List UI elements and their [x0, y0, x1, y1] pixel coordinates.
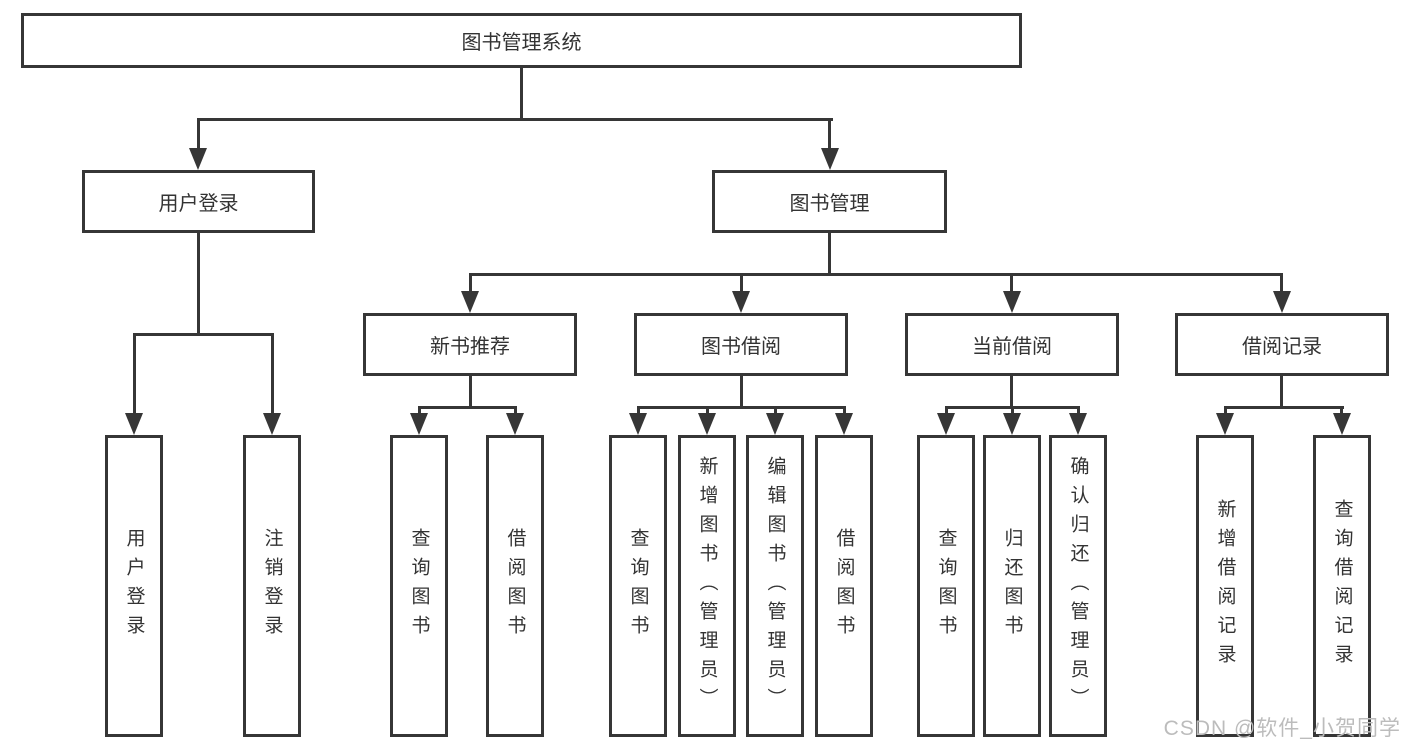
leaf-label: 确认归还（管理员）: [1067, 455, 1089, 717]
node-label: 图书借阅: [701, 336, 781, 358]
connector-line: [774, 406, 777, 417]
connector-line: [197, 118, 200, 154]
leaf-label: 查询图书: [627, 528, 649, 644]
arrowhead-down-icon: [835, 413, 853, 435]
connector-line: [469, 273, 1283, 276]
connector-line: [1011, 406, 1014, 417]
node-label: 用户登录: [158, 193, 239, 215]
node-label: 图书管理: [789, 193, 870, 215]
connector-line: [1077, 406, 1080, 417]
connector-line: [469, 273, 472, 293]
arrowhead-down-icon: [766, 413, 784, 435]
connector-line: [637, 406, 846, 409]
node-borrowing-records: 借阅记录: [1175, 313, 1389, 376]
node-book-management: 图书管理: [712, 170, 947, 233]
leaf-borrow-books-recommend: 借阅图书: [486, 435, 544, 737]
node-label: 当前借阅: [972, 336, 1052, 358]
arrowhead-down-icon: [732, 291, 750, 313]
connector-line: [418, 406, 421, 417]
leaf-confirm-return-admin: 确认归还（管理员）: [1049, 435, 1107, 737]
leaf-query-borrow-record: 查询借阅记录: [1313, 435, 1371, 737]
leaf-label: 注销登录: [261, 528, 283, 644]
leaf-label: 新增图书（管理员）: [696, 455, 718, 717]
leaf-label: 借阅图书: [504, 528, 526, 644]
leaf-borrow-books-borrowing: 借阅图书: [815, 435, 873, 737]
connector-line: [637, 406, 640, 417]
connector-line: [469, 376, 472, 408]
connector-line: [1340, 406, 1343, 417]
leaf-label: 查询借阅记录: [1331, 499, 1353, 673]
node-new-book-recommendation: 新书推荐: [363, 313, 577, 376]
leaf-label: 查询图书: [935, 528, 957, 644]
arrowhead-down-icon: [821, 148, 839, 170]
connector-line: [843, 406, 846, 417]
arrowhead-down-icon: [506, 413, 524, 435]
node-book-borrowing: 图书借阅: [634, 313, 848, 376]
leaf-query-books-recommend: 查询图书: [390, 435, 448, 737]
connector-line: [271, 333, 274, 415]
connector-line: [133, 333, 274, 336]
node-current-borrowing: 当前借阅: [905, 313, 1119, 376]
connector-line: [1224, 406, 1227, 417]
arrowhead-down-icon: [629, 413, 647, 435]
leaf-label: 用户登录: [123, 528, 145, 644]
connector-line: [740, 273, 743, 293]
arrowhead-down-icon: [1003, 291, 1021, 313]
arrowhead-down-icon: [1216, 413, 1234, 435]
connector-line: [520, 68, 523, 120]
leaf-add-book-admin: 新增图书（管理员）: [678, 435, 736, 737]
arrowhead-down-icon: [461, 291, 479, 313]
leaf-label: 借阅图书: [833, 528, 855, 644]
leaf-edit-book-admin: 编辑图书（管理员）: [746, 435, 804, 737]
connector-line: [514, 406, 517, 417]
leaf-query-books-current: 查询图书: [917, 435, 975, 737]
connector-line: [197, 233, 200, 335]
connector-line: [740, 376, 743, 408]
leaf-user-login: 用户登录: [105, 435, 163, 737]
leaf-label: 归还图书: [1001, 528, 1023, 644]
leaf-add-borrow-record: 新增借阅记录: [1196, 435, 1254, 737]
arrowhead-down-icon: [125, 413, 143, 435]
connector-line: [1280, 376, 1283, 408]
leaf-logout: 注销登录: [243, 435, 301, 737]
arrowhead-down-icon: [1003, 413, 1021, 435]
csdn-watermark: CSDN @软件_小贺同学: [1163, 717, 1401, 740]
leaf-query-books-borrowing: 查询图书: [609, 435, 667, 737]
connector-line: [1010, 376, 1013, 408]
arrowhead-down-icon: [189, 148, 207, 170]
connector-line: [197, 118, 833, 121]
leaf-label: 编辑图书（管理员）: [764, 455, 786, 717]
connector-line: [945, 406, 948, 417]
arrowhead-down-icon: [263, 413, 281, 435]
connector-line: [706, 406, 709, 417]
connector-line: [133, 333, 136, 415]
node-label: 新书推荐: [430, 336, 510, 358]
node-library-management-system: 图书管理系统: [21, 13, 1022, 68]
leaf-return-books: 归还图书: [983, 435, 1041, 737]
node-user-login: 用户登录: [82, 170, 315, 233]
arrowhead-down-icon: [1069, 413, 1087, 435]
connector-line: [828, 118, 831, 154]
node-label: 图书管理系统: [461, 32, 582, 54]
arrowhead-down-icon: [698, 413, 716, 435]
arrowhead-down-icon: [1273, 291, 1291, 313]
leaf-label: 查询图书: [408, 528, 430, 644]
node-label: 借阅记录: [1242, 336, 1322, 358]
arrowhead-down-icon: [410, 413, 428, 435]
arrowhead-down-icon: [1333, 413, 1351, 435]
connector-line: [418, 406, 517, 409]
connector-line: [1280, 273, 1283, 293]
connector-line: [828, 233, 831, 275]
arrowhead-down-icon: [937, 413, 955, 435]
connector-line: [1010, 273, 1013, 293]
leaf-label: 新增借阅记录: [1214, 499, 1236, 673]
connector-line: [1224, 406, 1344, 409]
